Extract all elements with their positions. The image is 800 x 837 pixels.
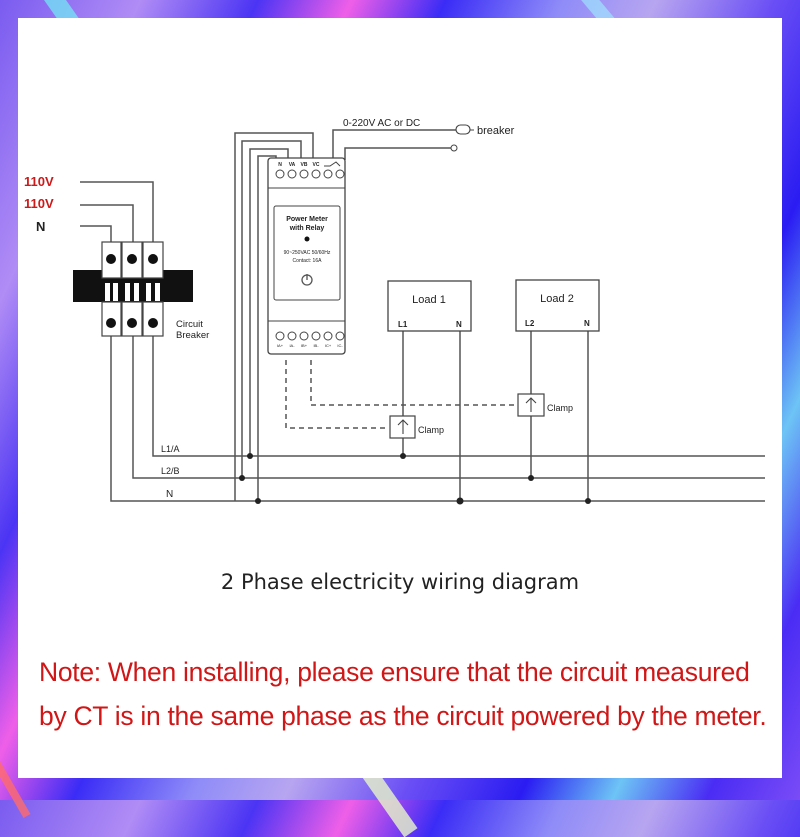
load-1-neutral-label: N [456, 320, 462, 329]
status-led [304, 236, 310, 242]
bus-label-n: N [166, 489, 173, 500]
meter-terminal-ib-minus: IB- [313, 343, 319, 348]
wire-meter-vc [234, 132, 314, 501]
wire-110v-1 [80, 181, 154, 242]
meter-title-line1: Power Meter [286, 216, 328, 223]
clamp-1 [389, 415, 416, 439]
junction-dot [255, 498, 261, 504]
wire-l2-bus [132, 336, 765, 479]
bus-label-l2: L2/B [161, 466, 180, 476]
meter-title-line2: with Relay [289, 225, 325, 232]
arrow-up-icon [397, 419, 409, 434]
wiring-diagram: 110V 110V N [24, 118, 765, 505]
installation-note: Note: When installing, please ensure tha… [39, 650, 781, 738]
meter-terminal-vc: VC [313, 162, 320, 168]
junction-dot [239, 475, 245, 481]
load-1-line-label: L1 [398, 320, 408, 329]
diagram-panel: 110V 110V N [18, 18, 782, 778]
wire-n-bus [110, 336, 765, 502]
note-line-2: by CT is in the same phase as the circui… [39, 701, 767, 731]
supply-label-110v-2: 110V [24, 196, 54, 211]
meter-terminal-n: N [278, 162, 282, 168]
junction-dot [528, 475, 534, 481]
load-1-label: Load 1 [412, 294, 446, 306]
power-meter [267, 157, 346, 355]
meter-spec: 90~250VAC 50/60Hz [284, 250, 331, 256]
ct-lead-1 [285, 360, 388, 429]
bus-label-l1: L1/A [161, 444, 180, 454]
relay-switch-icon [324, 161, 341, 167]
junction-dot [456, 497, 464, 505]
wire-110v-2 [80, 204, 134, 242]
supply-label-110v-1: 110V [24, 174, 54, 189]
circuit-breaker [73, 241, 193, 337]
meter-terminal-ic-minus: IC- [337, 343, 343, 348]
wire-n-supply [80, 225, 112, 242]
ct-lead-2 [310, 360, 518, 406]
load-2-line-label: L2 [525, 319, 535, 328]
load-2-neutral-label: N [584, 319, 590, 328]
load-2-label: Load 2 [540, 293, 574, 305]
meter-terminal-va: VA [289, 162, 296, 168]
note-line-1: Note: When installing, please ensure tha… [39, 657, 750, 687]
load-1-box [387, 280, 472, 332]
supply-label-n: N [36, 219, 45, 234]
meter-terminal-ia-minus: IA- [289, 343, 295, 348]
meter-terminal-ib-plus: IB+ [301, 343, 308, 348]
junction-dot [247, 453, 253, 459]
wire-relay-1 [332, 129, 456, 160]
junction-dot [400, 453, 406, 459]
breaker-label-line1: Circuit [176, 319, 203, 330]
meter-terminal-ic-plus: IC+ [325, 343, 332, 348]
wire-l1-bus [152, 336, 765, 457]
wire-relay-2 [344, 147, 454, 160]
relay-breaker-label: breaker [477, 125, 515, 137]
breaker-label-line2: Breaker [176, 330, 209, 341]
meter-terminal-vb: VB [301, 162, 308, 168]
fuse-breaker-icon [450, 124, 474, 152]
junction-dot [585, 498, 591, 504]
clamp-2 [517, 393, 545, 417]
clamp-2-label: Clamp [547, 403, 573, 413]
wire-meter-va [249, 148, 289, 456]
diagram-title: 2 Phase electricity wiring diagram [220, 570, 580, 594]
meter-contact: Contact: 16A [293, 258, 323, 264]
power-icon [301, 274, 313, 286]
wire-meter-vb [241, 140, 302, 478]
load-2-box [515, 279, 600, 332]
meter-terminal-ia-plus: IA+ [277, 343, 284, 348]
clamp-1-label: Clamp [418, 425, 444, 435]
relay-supply-label: 0-220V AC or DC [343, 118, 420, 129]
arrow-up-icon [525, 397, 537, 412]
